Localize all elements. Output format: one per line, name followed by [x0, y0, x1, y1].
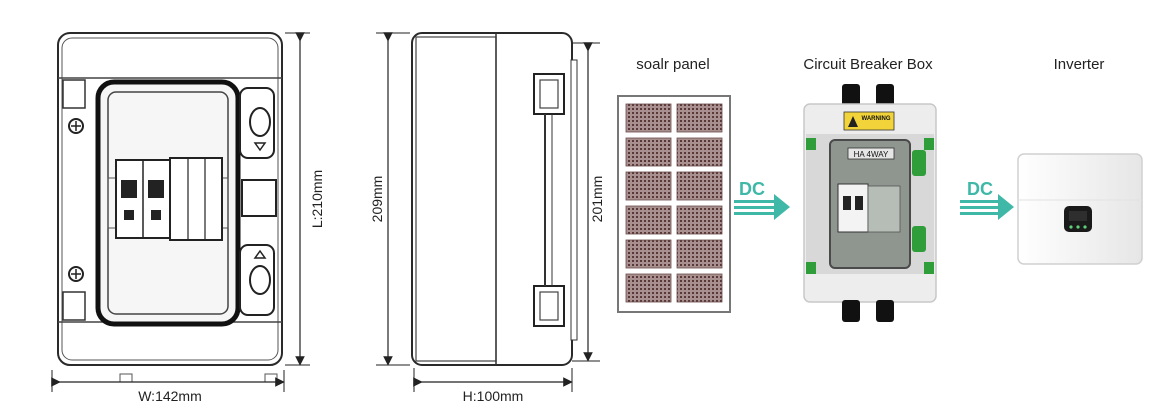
solar-panel-group: soalr panel [617, 56, 731, 313]
solar-cell [625, 137, 672, 167]
solar-cell [625, 205, 672, 235]
side-inner-dimension-label: 201mm [589, 176, 605, 223]
length-dimension-label: L:210mm [309, 170, 325, 228]
solar-cell [625, 103, 672, 133]
solar-cell [625, 171, 672, 201]
side-view: 209mm 201mm H:100mm [369, 32, 605, 404]
solar-panel-cells [625, 103, 723, 303]
arrow-right-icon [774, 194, 790, 220]
breaker-box-group: Circuit Breaker Box WARNING HA 4WAY [803, 56, 937, 322]
dc-arrow-2-label: DC [967, 179, 993, 199]
side-height-dimension-label: 209mm [369, 176, 385, 223]
inverter-group: Inverter [1017, 56, 1143, 265]
solar-cell [676, 239, 723, 269]
solar-cell [625, 239, 672, 269]
dc-arrow-1: DC [734, 179, 790, 220]
solar-panel-label: soalr panel [636, 56, 709, 73]
inverter-label: Inverter [1054, 56, 1105, 73]
breaker-box-label: Circuit Breaker Box [803, 56, 933, 73]
solar-cell [676, 171, 723, 201]
front-view: W:142mm L:210mm [51, 32, 325, 404]
arrow-right-icon [998, 194, 1014, 220]
solar-cell [676, 137, 723, 167]
dc-arrow-2: DC [960, 179, 1014, 220]
svg-text:HA 4WAY: HA 4WAY [854, 150, 889, 159]
solar-cell [676, 103, 723, 133]
solar-cell [676, 205, 723, 235]
solar-cell [625, 273, 672, 303]
dc-arrow-1-label: DC [739, 179, 765, 199]
solar-cell [676, 273, 723, 303]
svg-text:WARNING: WARNING [862, 116, 891, 122]
width-dimension-label: W:142mm [138, 388, 202, 404]
depth-dimension-label: H:100mm [463, 388, 524, 404]
